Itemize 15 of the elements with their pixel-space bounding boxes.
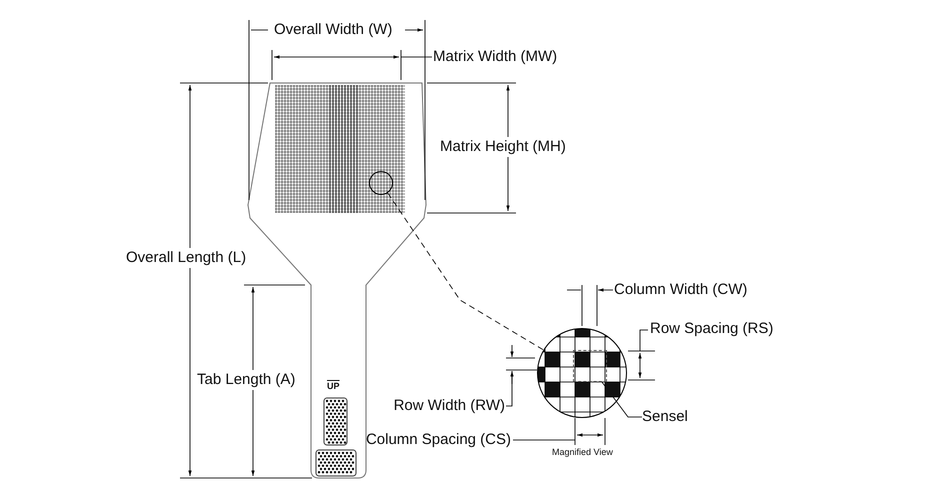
dimension-label: Overall Width (W) [272,20,394,40]
dimension-label: Matrix Width (MW) [433,47,558,67]
sensel-outline [573,350,607,382]
dimension-label: Overall Length (L) [124,248,248,268]
dimension-label: Column Width (CW) [614,280,748,300]
dimension-label: Row Spacing (RS) [650,319,774,339]
dimension-label: Column Spacing (CS) [366,430,511,450]
view-caption: Magnified View [552,446,613,458]
callout-label: Sensel [642,407,702,427]
leader-line [602,382,642,418]
orientation-mark: UP [327,380,340,392]
dimension-label: Tab Length (A) [195,370,298,390]
leader-line [387,192,544,350]
dimension-label: Row Width (RW) [394,396,505,416]
dimension-label: Matrix Height (MH) [438,137,568,157]
